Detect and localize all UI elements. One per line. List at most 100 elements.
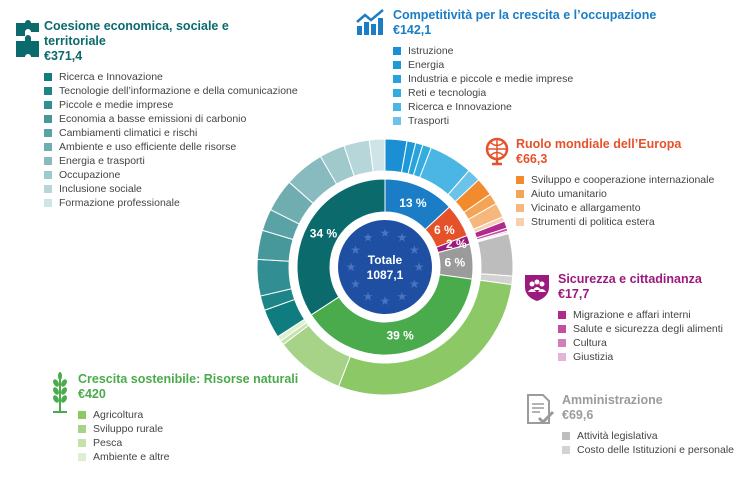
- legend-item: Trasporti: [393, 114, 656, 128]
- ruolo-amount: €66,3: [516, 152, 548, 166]
- legend-item-label: Piccole e medie imprese: [59, 99, 174, 111]
- legend-competitivita: Competitività per la crescita e l’occupa…: [355, 8, 656, 128]
- eu-star-icon: ★: [414, 260, 425, 274]
- crescita-percent-label: 39 %: [387, 328, 415, 342]
- legend-item: Reti e tecnologia: [393, 86, 656, 100]
- legend-swatch: [516, 190, 524, 198]
- sicurezza-percent-label: 2 %: [446, 237, 467, 251]
- coesione-outer-slice: [368, 138, 386, 173]
- eu-star-icon: ★: [346, 260, 357, 274]
- legend-item: Vicinato e allargamento: [516, 201, 714, 215]
- legend-item-label: Vicinato e allargamento: [531, 202, 641, 214]
- legend-item-label: Ambiente e altre: [93, 451, 170, 463]
- sicurezza-title: Sicurezza e cittadinanza: [558, 272, 702, 286]
- eu-star-icon: ★: [350, 243, 361, 257]
- legend-item: Ambiente e altre: [78, 450, 298, 464]
- legend-swatch: [44, 129, 52, 137]
- legend-item-label: Economia a basse emissioni di carbonio: [59, 113, 247, 125]
- puzzle-icon: [16, 20, 39, 57]
- legend-item: Cultura: [558, 336, 723, 350]
- competitivita-percent-label: 13 %: [399, 196, 427, 210]
- legend-swatch: [78, 411, 86, 419]
- coesione-title: Coesione economica, sociale e territoria…: [44, 19, 229, 48]
- legend-item-label: Tecnologie dell’informazione e della com…: [59, 85, 298, 97]
- legend-item-label: Occupazione: [59, 169, 121, 181]
- legend-item: Ambiente e uso efficiente delle risorse: [44, 140, 298, 154]
- center-label: 1087,1: [367, 268, 404, 282]
- globe-icon: [485, 137, 509, 166]
- legend-item: Inclusione sociale: [44, 182, 298, 196]
- legend-item-label: Formazione professionale: [59, 197, 180, 209]
- legend-item-label: Industria e piccole e medie imprese: [408, 73, 574, 85]
- amministrazione-percent-label: 6 %: [445, 256, 466, 270]
- legend-swatch: [393, 75, 401, 83]
- legend-coesione: Coesione economica, sociale e territoria…: [14, 19, 298, 210]
- ruolo-percent-label: 6 %: [434, 223, 455, 237]
- legend-item-label: Costo delle Istituzioni e personale: [577, 444, 735, 456]
- legend-swatch: [558, 339, 566, 347]
- legend-item-label: Cultura: [573, 337, 607, 349]
- eu-star-icon: ★: [380, 226, 391, 240]
- eu-star-icon: ★: [397, 289, 408, 303]
- eu-star-icon: ★: [409, 277, 420, 291]
- legend-item-label: Agricoltura: [93, 409, 144, 421]
- legend-swatch: [558, 353, 566, 361]
- shield-people-icon: [525, 275, 549, 301]
- center-label: Totale: [368, 253, 403, 267]
- legend-swatch: [562, 432, 570, 440]
- coesione-inner-slice: [296, 178, 386, 316]
- legend-item: Pesca: [78, 436, 298, 450]
- sicurezza-amount: €17,7: [558, 287, 590, 301]
- legend-item-label: Pesca: [93, 437, 123, 449]
- legend-item: Ricerca e Innovazione: [44, 70, 298, 84]
- legend-item-label: Giustizia: [573, 351, 614, 363]
- legend-item: Tecnologie dell’informazione e della com…: [44, 84, 298, 98]
- legend-swatch: [78, 439, 86, 447]
- eu-center-circle: [338, 220, 432, 314]
- eu-star-icon: ★: [397, 231, 408, 245]
- legend-item-label: Ricerca e Innovazione: [408, 101, 512, 113]
- legend-swatch: [393, 89, 401, 97]
- legend-item: Energia: [393, 58, 656, 72]
- legend-item-label: Migrazione e affari interni: [573, 309, 691, 321]
- legend-item: Agricoltura: [78, 408, 298, 422]
- legend-item: Economia a basse emissioni di carbonio: [44, 112, 298, 126]
- legend-swatch: [393, 117, 401, 125]
- eu-star-icon: ★: [350, 277, 361, 291]
- eu-star-icon: ★: [363, 231, 374, 245]
- legend-item-label: Sviluppo e cooperazione internazionale: [531, 174, 715, 186]
- legend-swatch: [393, 61, 401, 69]
- coesione-amount: €371,4: [44, 49, 83, 63]
- legend-swatch: [44, 199, 52, 207]
- legend-crescita: Crescita sostenibile: Risorse naturali €…: [50, 372, 298, 464]
- legend-swatch: [78, 425, 86, 433]
- legend-swatch: [562, 446, 570, 454]
- legend-item: Sviluppo e cooperazione internazionale: [516, 173, 714, 187]
- legend-item: Strumenti di politica estera: [516, 215, 714, 229]
- legend-swatch: [44, 143, 52, 151]
- legend-ruolo: Ruolo mondiale dell’Europa €66,3 Svilupp…: [484, 137, 714, 229]
- competitivita-amount: €142,1: [393, 23, 432, 37]
- ruolo-title: Ruolo mondiale dell’Europa: [516, 137, 682, 151]
- legend-sicurezza: Sicurezza e cittadinanza €17,7 Migrazion…: [522, 272, 723, 364]
- legend-item-label: Attività legislativa: [577, 430, 658, 442]
- legend-item-label: Strumenti di politica estera: [531, 216, 655, 228]
- legend-swatch: [78, 453, 86, 461]
- legend-swatch: [44, 101, 52, 109]
- legend-item: Cambiamenti climatici e rischi: [44, 126, 298, 140]
- legend-item: Migrazione e affari interni: [558, 308, 723, 322]
- legend-item-label: Reti e tecnologia: [408, 87, 487, 99]
- legend-swatch: [44, 73, 52, 81]
- legend-swatch: [44, 171, 52, 179]
- legend-item: Salute e sicurezza degli alimenti: [558, 322, 723, 336]
- legend-item: Giustizia: [558, 350, 723, 364]
- legend-swatch: [44, 185, 52, 193]
- legend-swatch: [516, 204, 524, 212]
- legend-item: Occupazione: [44, 168, 298, 182]
- legend-swatch: [44, 87, 52, 95]
- legend-swatch: [558, 311, 566, 319]
